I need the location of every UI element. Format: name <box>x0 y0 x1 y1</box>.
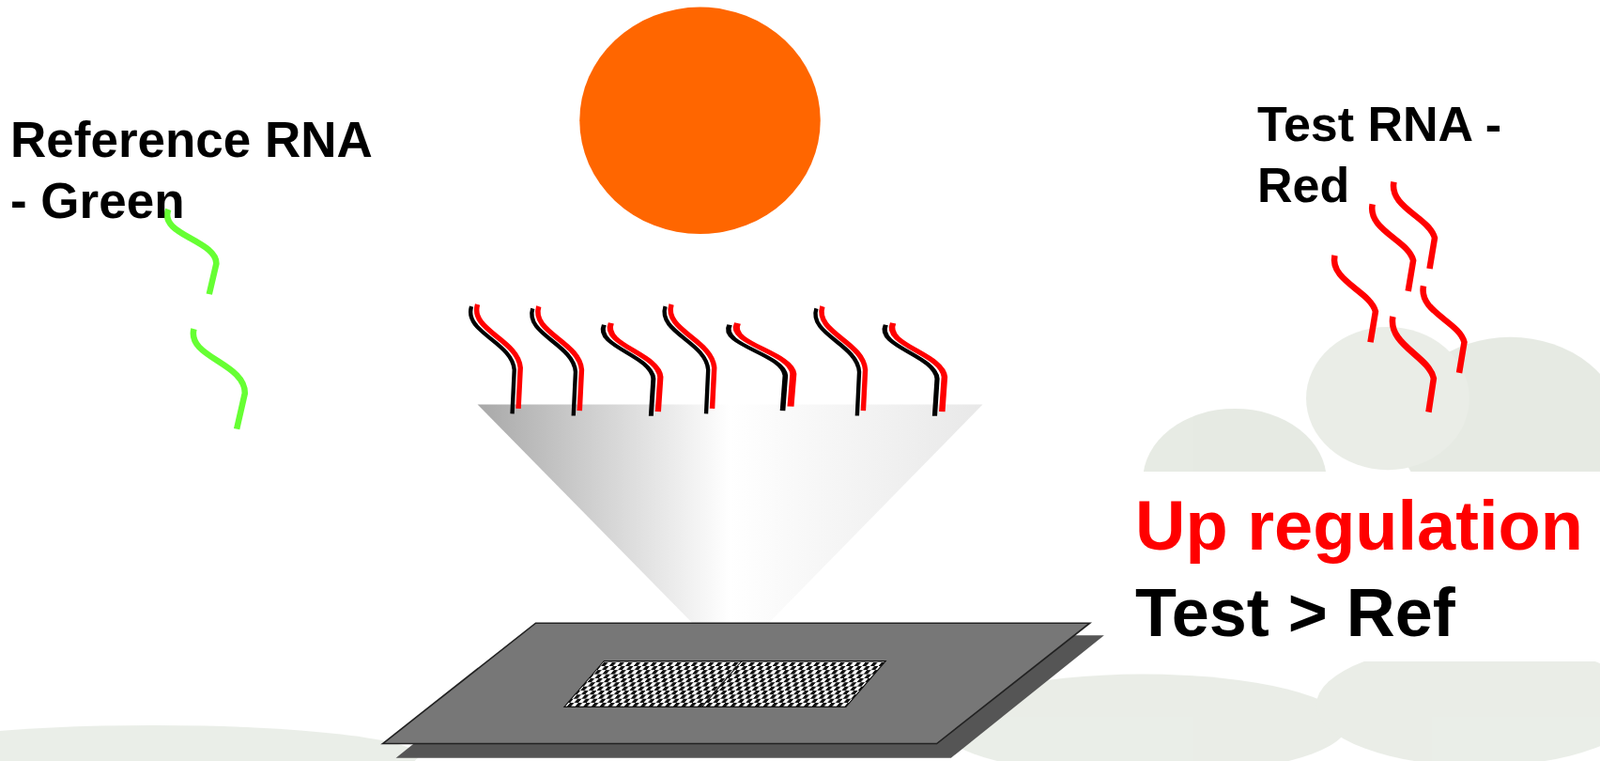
result-box: Up regulationTest > Ref <box>1114 471 1600 662</box>
sample-label: Test RNA -Red <box>1257 93 1502 216</box>
sample-label: Reference RNA - Green <box>10 108 386 231</box>
result-comparison: Test > Ref <box>1135 569 1600 656</box>
reference-rna-strand <box>193 328 246 430</box>
glass-slide <box>383 622 1091 743</box>
hybridized-probes <box>470 304 945 416</box>
array-grid <box>702 660 887 707</box>
background-trees <box>0 326 1600 761</box>
test-rna-strands <box>1334 182 1464 413</box>
result-heading: Up regulation <box>1135 482 1600 570</box>
light-source <box>579 7 820 234</box>
